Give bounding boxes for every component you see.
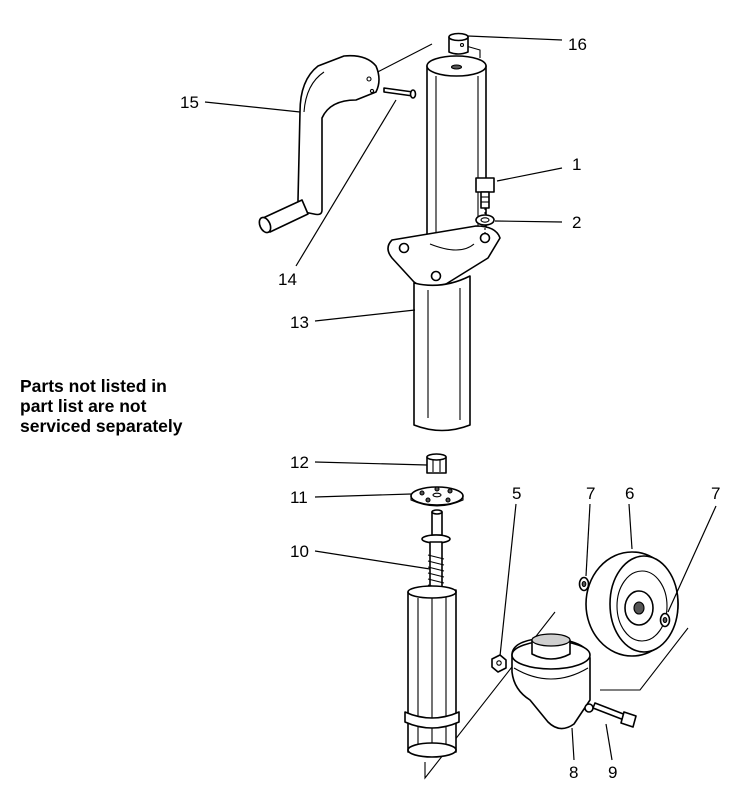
- part-7-spacer-left: [578, 576, 590, 592]
- callout-14: 14: [278, 270, 297, 289]
- leader-lines: [204, 35, 717, 761]
- part-5-nut: [491, 654, 507, 673]
- part-12-nut: [426, 453, 447, 474]
- callout-5: 5: [512, 484, 521, 503]
- part-2-lock-washer: [475, 214, 495, 226]
- callout-11: 11: [290, 488, 308, 507]
- part-14-handle-pin: [383, 87, 417, 99]
- callout-10: 10: [290, 542, 309, 561]
- callout-9: 9: [608, 763, 617, 782]
- part-1-bolt: [475, 177, 495, 236]
- callout-1: 1: [572, 155, 581, 174]
- callout-6: 6: [625, 484, 634, 503]
- callout-13: 13: [290, 313, 309, 332]
- callout-12: 12: [290, 453, 309, 472]
- part-9-axle-bolt: [592, 702, 637, 728]
- service-note: Parts not listed in part list are not se…: [20, 376, 182, 436]
- part-6-wheel: [585, 551, 679, 657]
- service-note-line-2: part list are not: [20, 396, 147, 416]
- callout-7-left: 7: [586, 484, 595, 503]
- callout-16: 16: [568, 35, 587, 54]
- part-11-thrust-washer: [410, 486, 464, 507]
- callout-7-right: 7: [711, 484, 720, 503]
- part-8-caster-fork: [511, 633, 594, 730]
- callout-labels: 16 15 1 2 14 13 12 11 10 5 7 6 7 8 9: [180, 35, 720, 782]
- service-note-line-1: Parts not listed in: [20, 376, 167, 396]
- part-10-screw-shaft: [404, 509, 460, 758]
- callout-2: 2: [572, 213, 581, 232]
- part-15-crank-handle: [258, 54, 380, 234]
- part-16-top-pin: [448, 32, 469, 55]
- part-13-main-tube: [387, 55, 501, 432]
- part-7-spacer-right: [659, 612, 671, 628]
- service-note-line-3: serviced separately: [20, 416, 183, 436]
- callout-8: 8: [569, 763, 578, 782]
- callout-15: 15: [180, 93, 199, 112]
